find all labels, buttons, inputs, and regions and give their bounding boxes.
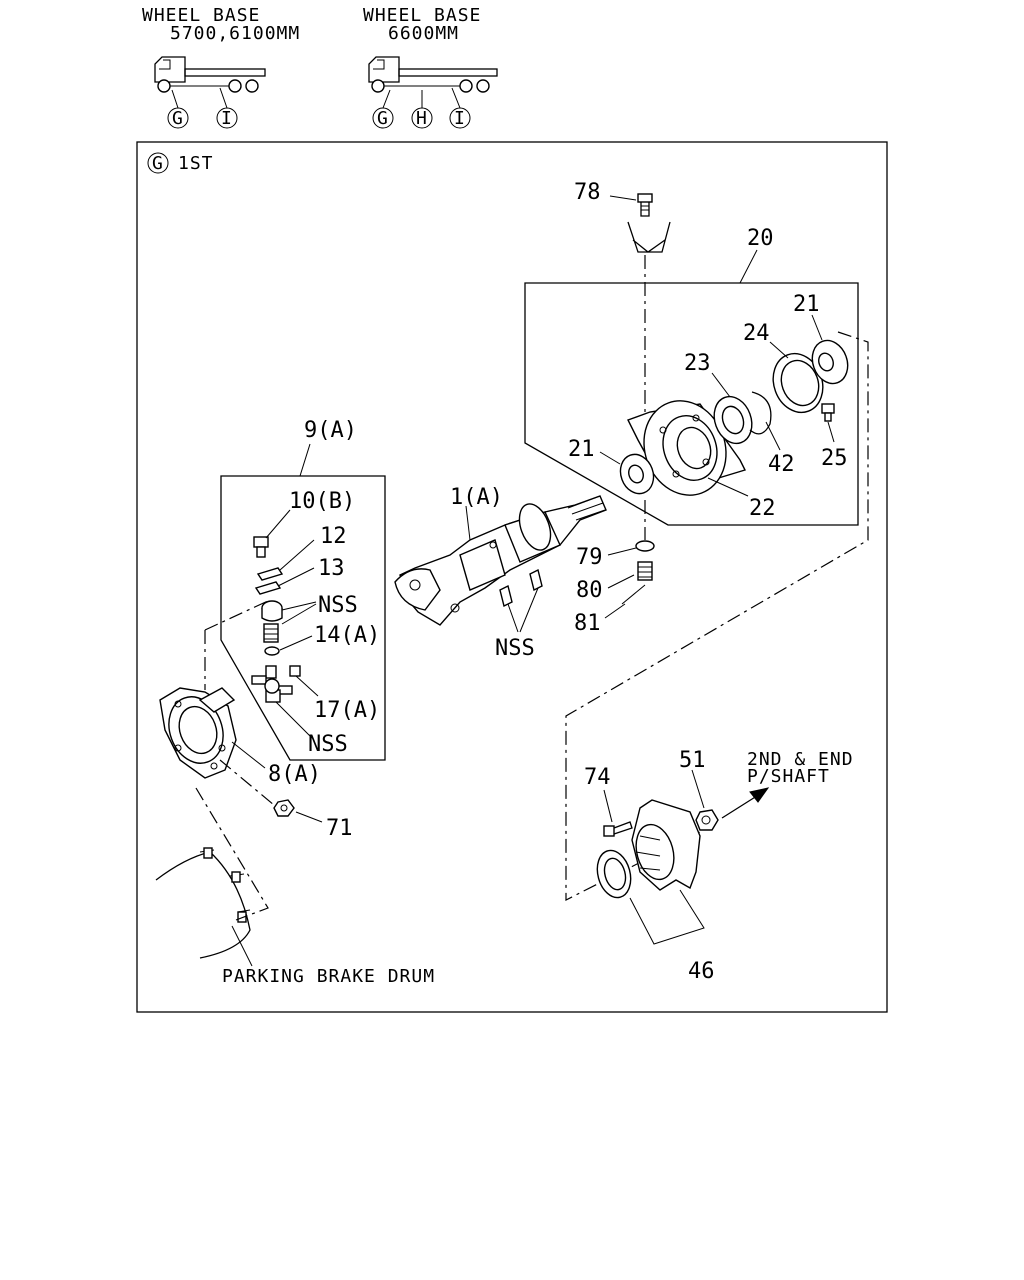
flinger-21-lower bbox=[619, 453, 655, 495]
next-shaft-arrow bbox=[721, 793, 761, 819]
callout-21-lower: 21 bbox=[568, 437, 595, 462]
callout-14a: 14(A) bbox=[314, 623, 380, 648]
section-marker-circle bbox=[147, 152, 169, 174]
callout-25: 25 bbox=[821, 446, 848, 471]
universal-joint-kit-9a bbox=[204, 443, 386, 761]
parking-brake-drum bbox=[155, 787, 269, 967]
wheelbase-right-subtitle: 6600MM bbox=[388, 23, 459, 44]
seal-14a bbox=[264, 646, 280, 656]
callout-10b: 10(B) bbox=[289, 489, 355, 514]
nut-71 bbox=[273, 799, 295, 817]
callout-nss-spider: NSS bbox=[308, 732, 348, 757]
callout-12: 12 bbox=[320, 524, 347, 549]
flinger-21-upper bbox=[811, 339, 849, 385]
wheelbase-left-subtitle: 5700,6100MM bbox=[170, 23, 300, 44]
callout-1a: 1(A) bbox=[450, 485, 503, 510]
marker-h-right: H bbox=[416, 108, 428, 129]
bearing-housing-22 bbox=[627, 400, 746, 496]
next-shaft-label-line1: 2ND & END bbox=[747, 749, 854, 770]
companion-flange-46 bbox=[596, 799, 701, 899]
callout-9a: 9(A) bbox=[304, 418, 357, 443]
section-marker: G bbox=[152, 153, 164, 174]
callout-20: 20 bbox=[747, 226, 774, 251]
next-shaft-label-line2: P/SHAFT bbox=[747, 766, 830, 787]
callout-78: 78 bbox=[574, 180, 601, 205]
flange-yoke-8a bbox=[159, 687, 237, 779]
center-bearing-assembly bbox=[524, 193, 859, 619]
bearing-cap-nss bbox=[261, 600, 283, 622]
marker-g-right: G bbox=[377, 108, 389, 129]
section-label: 1ST bbox=[178, 153, 214, 174]
wheelbase-variant-left: WHEEL BASE 5700,6100MM G I bbox=[142, 5, 300, 129]
callout-nss-keys: NSS bbox=[495, 636, 535, 661]
callout-22: 22 bbox=[749, 496, 776, 521]
callout-80: 80 bbox=[576, 578, 603, 603]
pin-81 bbox=[621, 584, 646, 605]
snap-ring-42 bbox=[749, 391, 772, 435]
group-box-9a bbox=[220, 475, 386, 761]
bearing-23 bbox=[713, 395, 753, 445]
fitting-10b bbox=[253, 536, 269, 558]
bolt-74 bbox=[603, 821, 633, 837]
seal-24 bbox=[772, 352, 824, 414]
wheelbase-left-title: WHEEL BASE bbox=[142, 5, 260, 26]
callout-13: 13 bbox=[318, 556, 345, 581]
callout-24: 24 bbox=[743, 321, 770, 346]
plate-13 bbox=[254, 581, 282, 595]
callout-nss-bearing: NSS bbox=[318, 593, 358, 618]
group-box-20 bbox=[524, 282, 859, 526]
marker-i-right: I bbox=[454, 108, 466, 129]
callout-81: 81 bbox=[574, 611, 601, 636]
cushion-80 bbox=[637, 561, 653, 581]
propeller-shaft-1a bbox=[394, 495, 607, 626]
marker-g-left: G bbox=[172, 108, 184, 129]
nss-keys bbox=[499, 568, 543, 633]
callout-17a: 17(A) bbox=[314, 698, 380, 723]
diagram-frame bbox=[136, 141, 888, 1013]
callout-46: 46 bbox=[688, 959, 715, 984]
truck-icon bbox=[154, 56, 266, 93]
callout-79: 79 bbox=[576, 545, 603, 570]
callout-8a: 8(A) bbox=[268, 762, 321, 787]
callout-21-upper: 21 bbox=[793, 292, 820, 317]
wheelbase-right-title: WHEEL BASE bbox=[363, 5, 481, 26]
callout-42: 42 bbox=[768, 452, 795, 477]
wheelbase-variant-right: WHEEL BASE 6600MM G H I bbox=[363, 5, 498, 129]
parking-brake-drum-label: PARKING BRAKE DRUM bbox=[222, 966, 435, 987]
plate-12 bbox=[256, 567, 284, 581]
grease-nipple-25 bbox=[821, 403, 835, 422]
nut-51 bbox=[695, 809, 719, 831]
washer-79 bbox=[635, 540, 655, 552]
truck-icon bbox=[368, 56, 498, 93]
spider-17a bbox=[251, 665, 301, 703]
phantom-outline bbox=[565, 331, 869, 901]
callout-74: 74 bbox=[584, 765, 611, 790]
callout-51: 51 bbox=[679, 748, 706, 773]
needle-bearing bbox=[263, 623, 279, 643]
callout-71: 71 bbox=[326, 816, 353, 841]
callout-23: 23 bbox=[684, 351, 711, 376]
bolt-78 bbox=[637, 193, 653, 217]
marker-i-left: I bbox=[221, 108, 233, 129]
